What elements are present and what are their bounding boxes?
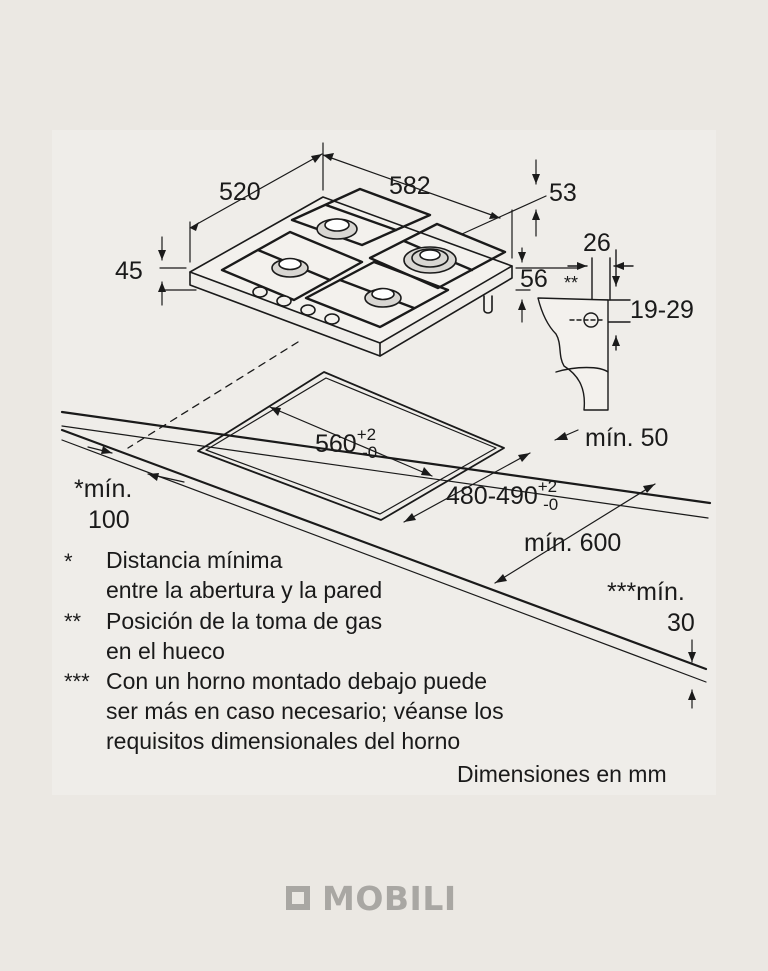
dim-height-label: 45 [115,257,143,285]
cutout-outline [197,371,505,521]
units-note: Dimensiones en mm [457,761,667,787]
note-line: Distancia mínima [106,547,283,573]
note-mark-1: * [64,549,73,574]
note-mark-3: *** [64,669,90,694]
dim-gas-height-label: 19-29 [630,296,694,324]
note-text-1: Distancia mínima entre la abertura y la … [106,545,382,605]
dim-oven-min-label: ***mín. [607,578,685,606]
note-line: ser más en caso necesario; véanse los [106,698,504,724]
dim-wall-min-label: *mín. [74,475,133,503]
gas-position-mark: ** [564,273,579,293]
dim-cutout-depth: 480-490+2-0 [446,478,558,513]
dim-thickness-label: 53 [549,179,577,207]
knobs [252,286,493,325]
dim-cutout-width-value: 560 [315,430,357,458]
dim-min50-label: mín. 50 [585,424,669,452]
dim-cutout-depth-tol-plus: +2 [537,477,558,496]
brand-logo: MOBILI [286,878,457,918]
note-mark-2: ** [64,609,82,634]
dim-depth-label: 520 [219,178,261,206]
note-text-2: Posición de la toma de gas en el hueco [106,606,382,666]
dim-cutout-depth-tol-minus: -0 [543,495,559,514]
dim-oven-min-value: 30 [667,609,695,637]
arrowheads [101,153,696,700]
hob-outline [189,196,513,357]
gas-connection-detail [537,249,634,411]
note-text-3: Con un horno montado debajo puede ser má… [106,666,504,756]
dim-width-label: 582 [389,172,431,200]
note-line: Con un horno montado debajo puede [106,668,488,694]
note-line: requisitos dimensionales del horno [106,728,461,754]
dim-wall-min-value: 100 [88,506,130,534]
logo-square-icon [286,886,310,910]
dim-cutout-width-tol-plus: +2 [356,425,377,444]
countertop-lines [60,410,712,683]
note-line: Posición de la toma de gas [106,608,383,634]
note-line: en el hueco [106,638,225,664]
dim-cutout-width: 560+2-0 [315,426,377,461]
burners [271,218,457,308]
dim-min600-label: mín. 600 [524,529,622,557]
dim-56-label: 56 [520,265,548,293]
dim-cutout-depth-value: 480-490 [446,482,538,510]
projection-line [127,341,299,449]
brand-name: MOBILI [322,878,457,918]
dim-gas-offset-label: 26 [583,229,611,257]
dim-cutout-width-tol-minus: -0 [362,443,378,462]
note-line: entre la abertura y la pared [106,577,383,603]
